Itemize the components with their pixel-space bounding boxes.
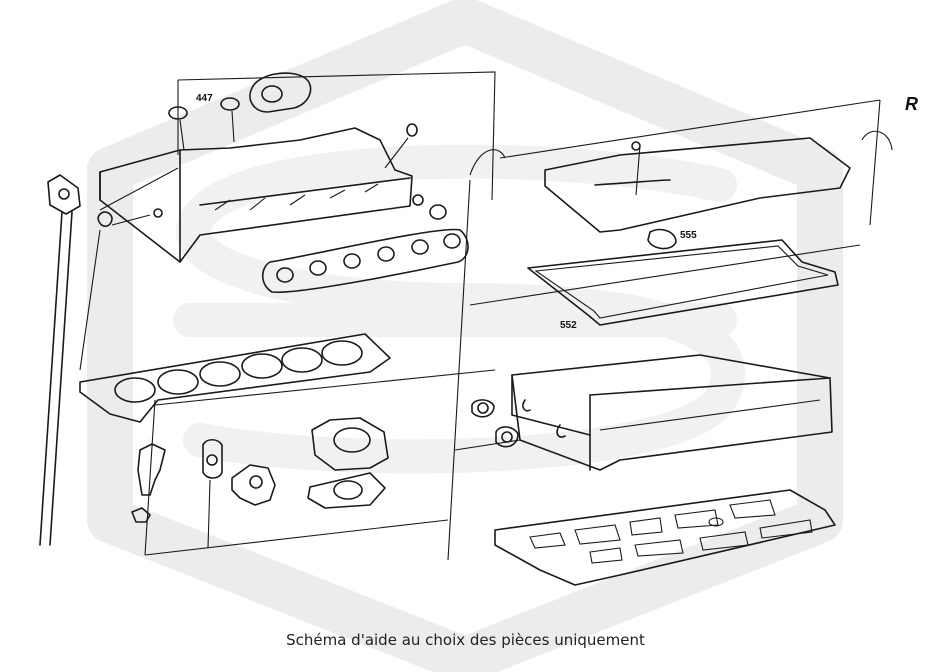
label-555: 555 xyxy=(680,230,697,241)
sensor-bracket xyxy=(131,443,166,523)
washer-left xyxy=(97,211,113,228)
valve-cover-gasket xyxy=(527,239,839,326)
label-447: 447 xyxy=(196,93,213,104)
left-shaft xyxy=(39,211,73,546)
oil-filler-gasket xyxy=(647,228,677,250)
oring-seal xyxy=(384,123,447,220)
water-outlet-gasket xyxy=(202,438,223,549)
valve-cover xyxy=(544,137,851,233)
left-panel-frame xyxy=(79,71,496,561)
variant-r-label: R xyxy=(905,94,918,114)
thermostat-gasket xyxy=(307,472,386,509)
thermostat-housing xyxy=(311,417,389,471)
disclaimer-caption: Schéma d'aide au choix des pièces unique… xyxy=(286,631,645,649)
cylinder-head-left xyxy=(99,127,413,263)
label-552: 552 xyxy=(560,320,577,331)
watermark-logo xyxy=(87,0,843,672)
lower-head-gasket xyxy=(494,489,836,586)
exhaust-flange-gasket xyxy=(249,72,312,113)
camshaft-seal-rings xyxy=(471,399,519,448)
water-outlet-housing xyxy=(231,464,276,506)
intake-manifold-gasket xyxy=(261,228,469,294)
cylinder-head-right xyxy=(511,354,833,471)
thermostat-gasket-left xyxy=(47,174,81,215)
valve-stem-seals xyxy=(168,97,240,151)
head-gasket-6-cylinder xyxy=(79,333,391,423)
